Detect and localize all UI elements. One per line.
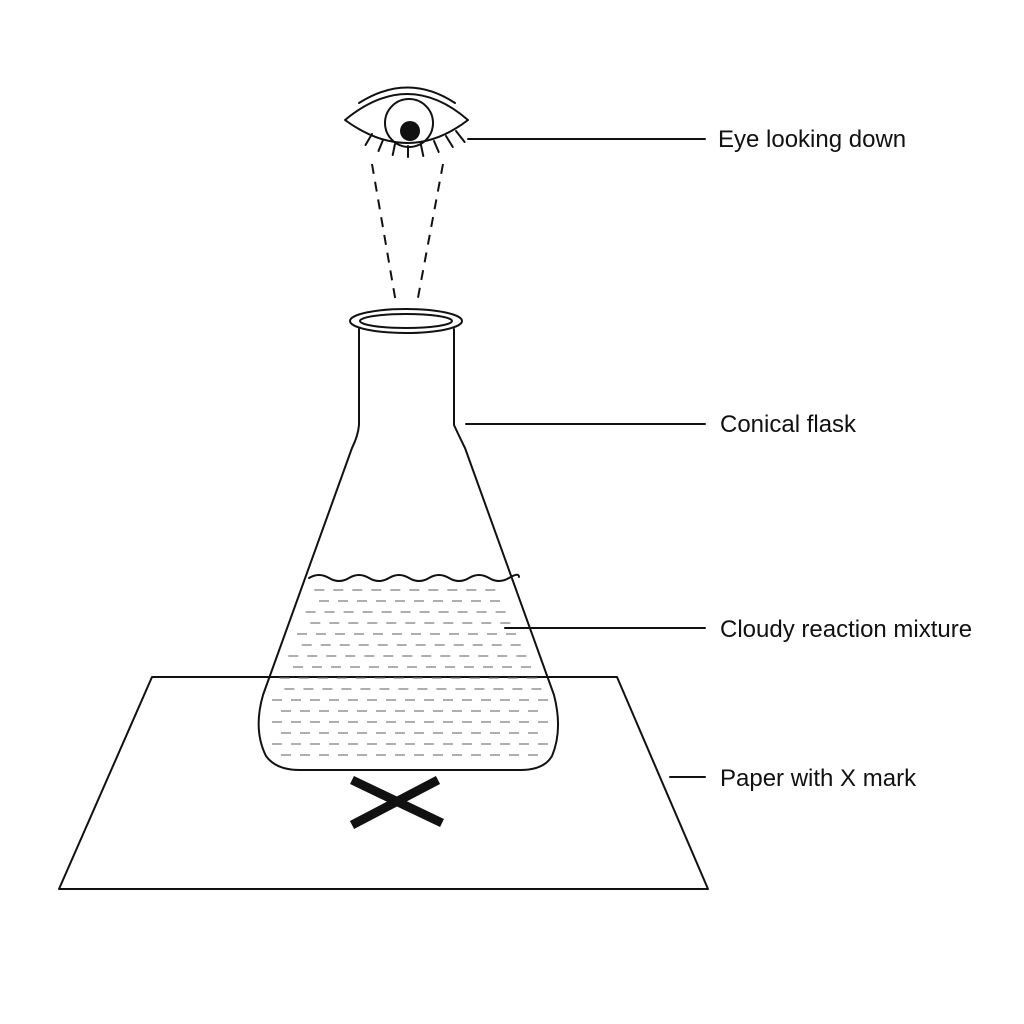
label-flask: Conical flask: [720, 411, 857, 438]
eyelash: [455, 130, 466, 143]
conical-flask: [257, 328, 559, 771]
eyelash: [433, 140, 440, 153]
sight-line-right: [416, 163, 444, 304]
label-mixture: Cloudy reaction mixture: [720, 616, 972, 643]
liquid-surface: [308, 573, 520, 582]
x-mark: [349, 775, 444, 829]
eyelash: [420, 144, 425, 157]
eye-icon: [344, 86, 469, 158]
label-eye: Eye looking down: [718, 126, 906, 153]
flask-rim-outer: [349, 308, 463, 334]
eyelash: [445, 135, 454, 148]
eyelash: [377, 139, 384, 152]
eyelash: [364, 133, 373, 146]
cloudy-mixture-dashes: [272, 589, 548, 756]
paper-sheet: [58, 676, 709, 890]
eyelash: [391, 143, 396, 156]
label-paper: Paper with X mark: [720, 765, 917, 792]
flask-rim-inner: [359, 313, 453, 329]
sight-line-left: [371, 163, 397, 304]
